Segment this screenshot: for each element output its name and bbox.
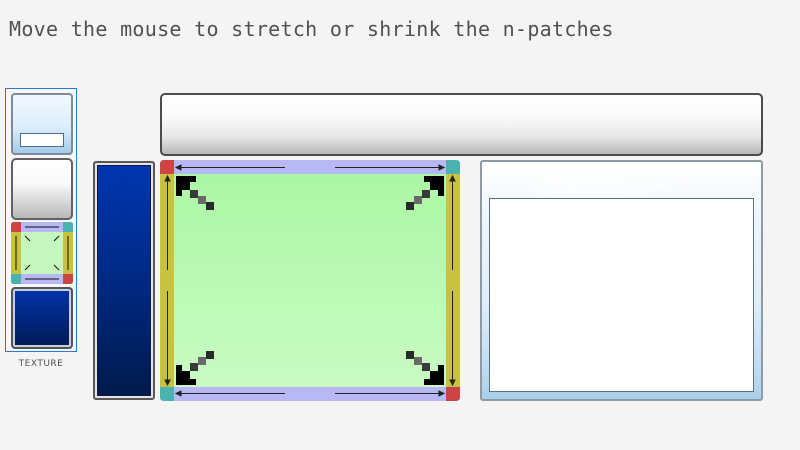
npatch-window-stretched [480, 160, 763, 401]
instructions-text: Move the mouse to stretch or shrink the … [9, 17, 614, 41]
npatch-arrows-stretched [160, 160, 460, 401]
npatch-blue-panel-stretched [93, 161, 155, 400]
npatch-button-stretched [160, 93, 763, 156]
blue-panel-fill [97, 165, 151, 396]
blue-panel-thumbnail [11, 287, 73, 349]
window-title-strip [502, 176, 737, 194]
window-patch-inner [20, 133, 64, 147]
texture-atlas [5, 88, 77, 352]
window-patch-thumbnail [11, 93, 73, 155]
arrow-npatch-thumbnail [11, 222, 73, 284]
button-patch-thumbnail [11, 158, 73, 220]
texture-label: TEXTURE [18, 359, 64, 369]
window-content-area [489, 198, 754, 392]
